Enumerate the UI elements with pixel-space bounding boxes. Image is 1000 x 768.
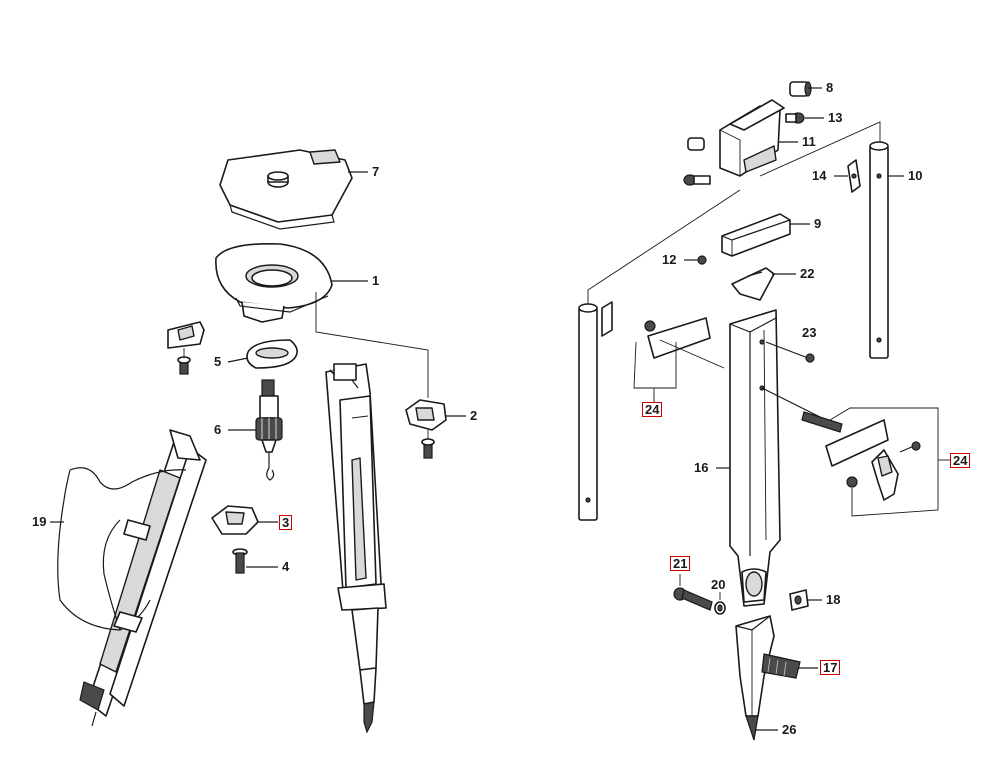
part-6-bolt (255, 379, 283, 481)
callout-2: 2 (470, 408, 478, 423)
leader-1-to-2 (315, 292, 429, 398)
callout-1: 1 (372, 273, 380, 288)
leader-head-to-10 (759, 121, 881, 177)
callout-10: 10 (908, 168, 923, 183)
part-24b-clip (761, 387, 921, 501)
part-10-tube (869, 141, 889, 359)
bracket-left-top (167, 321, 205, 375)
part-18-nut (789, 589, 809, 611)
center-leg (325, 363, 387, 734)
part-16-leg (729, 309, 781, 607)
part-1-ring-head (215, 242, 333, 323)
part-21-bolt (673, 587, 713, 611)
callout-5: 5 (214, 354, 222, 369)
leader-head-to-left-tube (587, 189, 741, 308)
part-7-head-plate (219, 149, 353, 230)
callout-8: 8 (826, 80, 834, 95)
callout-9: 9 (814, 216, 822, 231)
callout-3: 3 (279, 515, 293, 530)
callout-24-right: 24 (950, 453, 971, 468)
bracket-24a (633, 341, 677, 389)
part-9-pad (721, 213, 791, 257)
callout-19: 19 (32, 514, 47, 529)
screw-11 (683, 174, 711, 186)
part-8-pins (687, 81, 812, 151)
callout-14: 14 (812, 168, 827, 183)
callout-26: 26 (782, 722, 797, 737)
part-12-screw (697, 255, 707, 265)
callout-6: 6 (214, 422, 222, 437)
bracket-24b (829, 407, 939, 517)
callout-23: 23 (802, 325, 817, 340)
part-4-screw (232, 548, 248, 574)
part-23-screw (765, 341, 815, 363)
callout-21: 21 (670, 556, 691, 571)
part-19-folded-tripod (57, 429, 207, 727)
callout-12: 12 (662, 252, 677, 267)
left-tube (578, 301, 613, 521)
callout-22: 22 (800, 266, 815, 281)
part-5-slot-plate (246, 339, 298, 369)
callout-20: 20 (711, 577, 726, 592)
part-22-plate (731, 267, 775, 301)
callout-4: 4 (282, 559, 290, 574)
part-11-head-block (719, 99, 785, 177)
callout-13: 13 (828, 110, 843, 125)
part-20-washer (714, 601, 726, 615)
part-14-clip (847, 159, 861, 193)
part-24a-clip (644, 317, 725, 369)
callout-11: 11 (802, 134, 816, 149)
part-3-bracket (211, 505, 259, 535)
callout-16: 16 (694, 460, 709, 475)
part-13-screw (785, 112, 805, 124)
callout-7: 7 (372, 164, 380, 179)
callout-18: 18 (826, 592, 841, 607)
callout-17: 17 (820, 660, 841, 675)
part-2-clamp (405, 399, 447, 459)
part-17-foot (735, 615, 801, 741)
leader-5 (227, 357, 249, 363)
callout-24-left: 24 (642, 402, 663, 417)
